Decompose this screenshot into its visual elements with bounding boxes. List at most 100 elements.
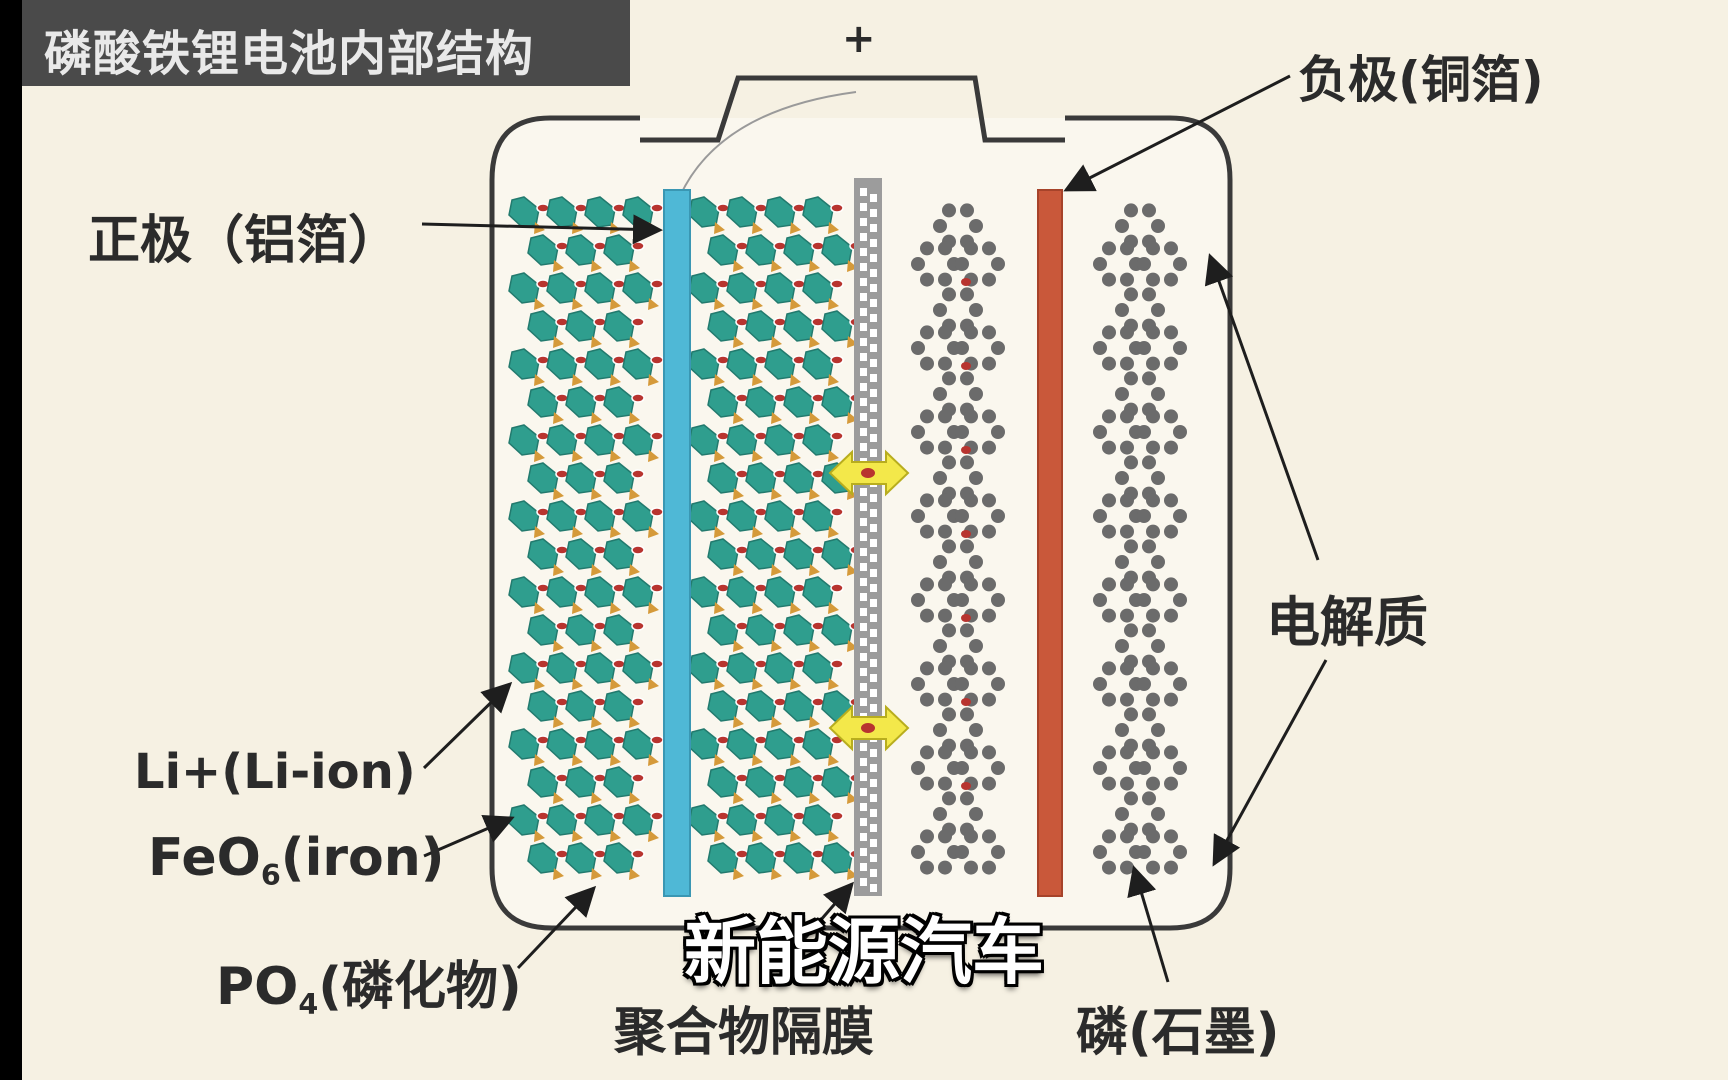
separator-pore <box>860 878 867 886</box>
carbon-atom <box>938 860 952 875</box>
li-ion <box>650 659 664 669</box>
po4-tetrahedron <box>790 450 801 462</box>
po4-tetrahedron <box>553 336 564 348</box>
carbon-atom <box>1173 257 1187 271</box>
carbon-atom <box>982 241 996 256</box>
carbon-atom <box>1173 761 1187 775</box>
carbon-atom <box>911 845 925 859</box>
carbon-atom <box>1137 677 1151 691</box>
separator-pore <box>870 674 877 682</box>
label-electrolyte: 电解质 <box>1266 591 1428 654</box>
li-ion <box>631 317 645 327</box>
carbon-atom <box>1120 272 1134 287</box>
carbon-atom <box>1164 860 1178 875</box>
po4-tetrahedron <box>733 640 744 652</box>
po4-tetrahedron <box>752 754 763 766</box>
po4-subscript: 4 <box>298 987 319 1021</box>
carbon-atom <box>964 745 978 760</box>
carbon-atom <box>1124 791 1138 806</box>
po4-tetrahedron <box>828 754 839 766</box>
carbon-atom <box>933 471 947 485</box>
carbon-atom <box>991 761 1005 775</box>
separator-pore <box>860 248 867 256</box>
po4-tetrahedron <box>648 830 659 842</box>
separator-pore <box>860 788 867 796</box>
separator-pore <box>870 599 877 607</box>
carbon-atom <box>960 203 974 218</box>
carbon-atom <box>933 807 947 821</box>
carbon-atom <box>911 425 925 439</box>
aluminum-foil <box>663 189 691 897</box>
po4-tetrahedron <box>572 602 583 614</box>
carbon-atom <box>1164 745 1178 760</box>
carbon-atom <box>1102 493 1116 508</box>
carbon-atom <box>1137 425 1151 439</box>
po4-pointer <box>516 885 597 970</box>
carbon-atom <box>960 371 974 386</box>
carbon-atom <box>1164 776 1178 791</box>
carbon-atom <box>938 325 952 340</box>
carbon-atom <box>1102 829 1116 844</box>
po4-tetrahedron <box>629 488 640 500</box>
po4-tetrahedron <box>752 526 763 538</box>
carbon-atom <box>938 440 952 455</box>
carbon-atom <box>933 639 947 653</box>
po4-tetrahedron <box>714 222 725 234</box>
carbon-atom <box>964 241 978 256</box>
carbon-atom <box>1120 661 1134 676</box>
carbon-atom <box>1173 677 1187 691</box>
carbon-atom <box>955 257 969 271</box>
carbon-atom <box>920 745 934 760</box>
carbon-atom <box>991 509 1005 523</box>
po4-tetrahedron <box>591 792 602 804</box>
carbon-atom <box>1120 860 1134 875</box>
carbon-atom <box>960 623 974 638</box>
carbon-atom <box>938 577 952 592</box>
carbon-atom <box>1173 845 1187 859</box>
separator-pore <box>860 743 867 751</box>
po4-tetrahedron <box>733 260 744 272</box>
separator-pore <box>860 848 867 856</box>
carbon-atom <box>955 341 969 355</box>
ion-migration-arrow-upper <box>828 449 910 497</box>
carbon-atom <box>1164 440 1178 455</box>
carbon-atom <box>1151 639 1165 653</box>
carbon-atom <box>1151 471 1165 485</box>
carbon-atom <box>1124 623 1138 638</box>
separator-pore <box>870 764 877 772</box>
po4-description: (磷化物) <box>318 957 522 1017</box>
separator-pore <box>870 434 877 442</box>
separator-pore <box>870 359 877 367</box>
li-ion <box>830 811 844 821</box>
carbon-atom <box>1137 341 1151 355</box>
separator-pore <box>870 569 877 577</box>
po4-tetrahedron <box>553 792 564 804</box>
po4-tetrahedron <box>790 222 801 234</box>
carbon-atom <box>1164 356 1178 371</box>
graphite-pointer <box>1127 865 1170 983</box>
po4-tetrahedron <box>591 640 602 652</box>
carbon-atom <box>1120 776 1134 791</box>
po4-tetrahedron <box>591 336 602 348</box>
po4-tetrahedron <box>790 298 801 310</box>
carbon-atom <box>991 593 1005 607</box>
lead-wire <box>679 91 857 197</box>
po4-tetrahedron <box>572 830 583 842</box>
separator-pore <box>870 794 877 802</box>
separator-pore <box>870 494 877 502</box>
carbon-atom <box>1115 807 1129 821</box>
carbon-atom <box>938 272 952 287</box>
separator-pore <box>860 188 867 196</box>
po4-tetrahedron <box>771 412 782 424</box>
po4-tetrahedron <box>752 374 763 386</box>
po4-tetrahedron <box>752 830 763 842</box>
label-negative-electrode: 负极(铜箔) <box>1298 51 1544 109</box>
carbon-atom <box>969 555 983 569</box>
carbon-atom <box>1164 409 1178 424</box>
carbon-atom <box>1142 203 1156 218</box>
li-ion <box>650 583 664 593</box>
separator-pore <box>860 863 867 871</box>
po4-tetrahedron <box>828 374 839 386</box>
carbon-atom <box>1137 761 1151 775</box>
